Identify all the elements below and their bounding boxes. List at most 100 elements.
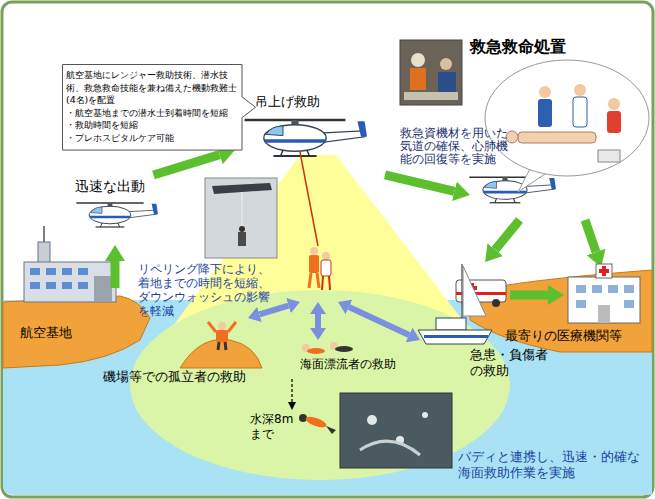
air-base-building xyxy=(30,268,40,275)
air-base-building xyxy=(62,268,72,275)
left-land xyxy=(3,296,150,368)
callout-box: 航空基地にレンジャー救助技術、潜水技術、救急救命技能を兼ね備えた機動救難士(4名… xyxy=(62,64,256,151)
swimmers xyxy=(335,346,353,352)
treatment-photo xyxy=(440,58,452,70)
hospital xyxy=(592,285,602,293)
buddy-photo xyxy=(422,412,428,418)
diver xyxy=(326,426,336,434)
note-label: 救急資機材を用いた気道の確保、心肺機能の回復等を実施 xyxy=(400,127,512,166)
air-base-building xyxy=(38,242,50,264)
hospital xyxy=(624,300,634,308)
node-label: 海面漂流者の救助 xyxy=(300,357,396,372)
flow-arrow xyxy=(585,220,596,252)
note-label: バディと連携し、迅速・的確な海面救助作業を実施 xyxy=(458,449,646,481)
speech-bubble xyxy=(573,97,587,127)
note-text: 航空基地にレンジャー救助技術、潜水技術、救急救命技能を兼ね備えた機動救難士(4名… xyxy=(66,69,238,107)
note-text: ・プレホスピタルケア可能 xyxy=(66,132,238,145)
hospital xyxy=(599,269,609,273)
ambulance xyxy=(492,299,500,307)
node-label: 吊上げ救助 xyxy=(255,94,320,110)
boat xyxy=(463,266,486,316)
boat xyxy=(418,264,492,344)
helicopter xyxy=(76,203,158,227)
rescuer-figure xyxy=(309,247,331,290)
rescuer-figure xyxy=(309,255,319,273)
lit-sea xyxy=(130,290,510,480)
rappelling-photo xyxy=(205,178,277,258)
speech-bubble xyxy=(598,150,620,162)
speech-bubble xyxy=(538,99,552,127)
rescuer-figure xyxy=(321,260,331,276)
flow-arrow xyxy=(495,220,519,250)
stage-box: 磯場等での孤立者の救助 xyxy=(100,318,260,390)
air-base-building xyxy=(78,268,88,275)
rescuer-figure xyxy=(309,273,311,288)
speech-bubble xyxy=(518,132,596,143)
rappelling-photo xyxy=(239,226,245,232)
rappelling-photo xyxy=(205,178,277,258)
note-label: 水深8m まで xyxy=(250,412,294,442)
stranded-person xyxy=(216,330,228,342)
hospital xyxy=(576,285,586,293)
node-label: 磯場等での孤立者の救助 xyxy=(103,369,246,385)
buddy-photo xyxy=(367,415,377,425)
hospital xyxy=(568,277,640,323)
treatment-photo xyxy=(438,72,456,92)
air-base-building xyxy=(24,226,116,302)
rappelling-photo xyxy=(238,232,246,246)
speech-bubble xyxy=(539,86,551,98)
rescue-arrow xyxy=(259,306,288,315)
air-base-building xyxy=(94,276,112,302)
flow-arrow xyxy=(385,175,454,191)
callout-outline xyxy=(63,65,256,151)
rappelling-photo xyxy=(242,192,243,226)
stranded-person xyxy=(208,322,216,332)
boat xyxy=(418,330,492,344)
air-base-building xyxy=(30,282,40,289)
diver xyxy=(304,414,327,429)
buddy-photo xyxy=(360,441,420,455)
note-text: ・航空基地までの潜水士到着時間を短縮 xyxy=(66,107,238,120)
stranded-person xyxy=(218,322,226,330)
rescuer-figure xyxy=(322,252,330,260)
hospital xyxy=(608,285,618,293)
rescue-arrow xyxy=(349,307,409,335)
speech-bubble xyxy=(608,98,620,110)
hoist-rope xyxy=(300,152,318,246)
node-label: 救急救命処置 xyxy=(470,37,566,57)
flow-arrow xyxy=(154,155,220,175)
swimmers xyxy=(302,342,353,354)
air-base-building xyxy=(62,282,72,289)
depth-arrow xyxy=(291,379,292,402)
note-label: リペリング降下により、着地までの時間を短縮、ダウンウォッシュの影響を軽減 xyxy=(138,262,272,318)
rescuer-figure xyxy=(322,276,323,290)
stranded-person xyxy=(218,342,219,350)
speech-bubble xyxy=(485,60,649,176)
stage-box: 迅速な出動 xyxy=(60,175,170,245)
diver xyxy=(299,414,336,434)
node-label: 最寄りの医療機関等 xyxy=(505,328,622,344)
speech-bubble xyxy=(574,84,586,96)
hospital xyxy=(576,300,586,308)
hospital xyxy=(596,264,612,278)
speech-bubble xyxy=(607,111,621,133)
treatment-photo xyxy=(411,53,425,67)
rock xyxy=(180,339,262,368)
stranded-person xyxy=(208,322,236,350)
node-label: 急患・負傷者の救助 xyxy=(470,347,552,379)
flow-arrow xyxy=(510,291,548,300)
node-label: 迅速な出動 xyxy=(75,177,145,195)
stranded-person xyxy=(228,322,236,332)
stage-box: 最寄りの医療機関等 xyxy=(450,262,645,350)
rescuer-figure xyxy=(310,247,318,255)
boat xyxy=(436,318,466,330)
rescuer-figure xyxy=(329,276,330,290)
stage-box: 航空基地 xyxy=(10,288,130,348)
rescue-arrow xyxy=(315,314,321,328)
flow-arrow xyxy=(111,261,120,288)
speech-bubble xyxy=(485,60,649,192)
buddy-photo xyxy=(340,393,452,468)
helicopter xyxy=(245,120,367,156)
swimmers xyxy=(307,348,325,354)
